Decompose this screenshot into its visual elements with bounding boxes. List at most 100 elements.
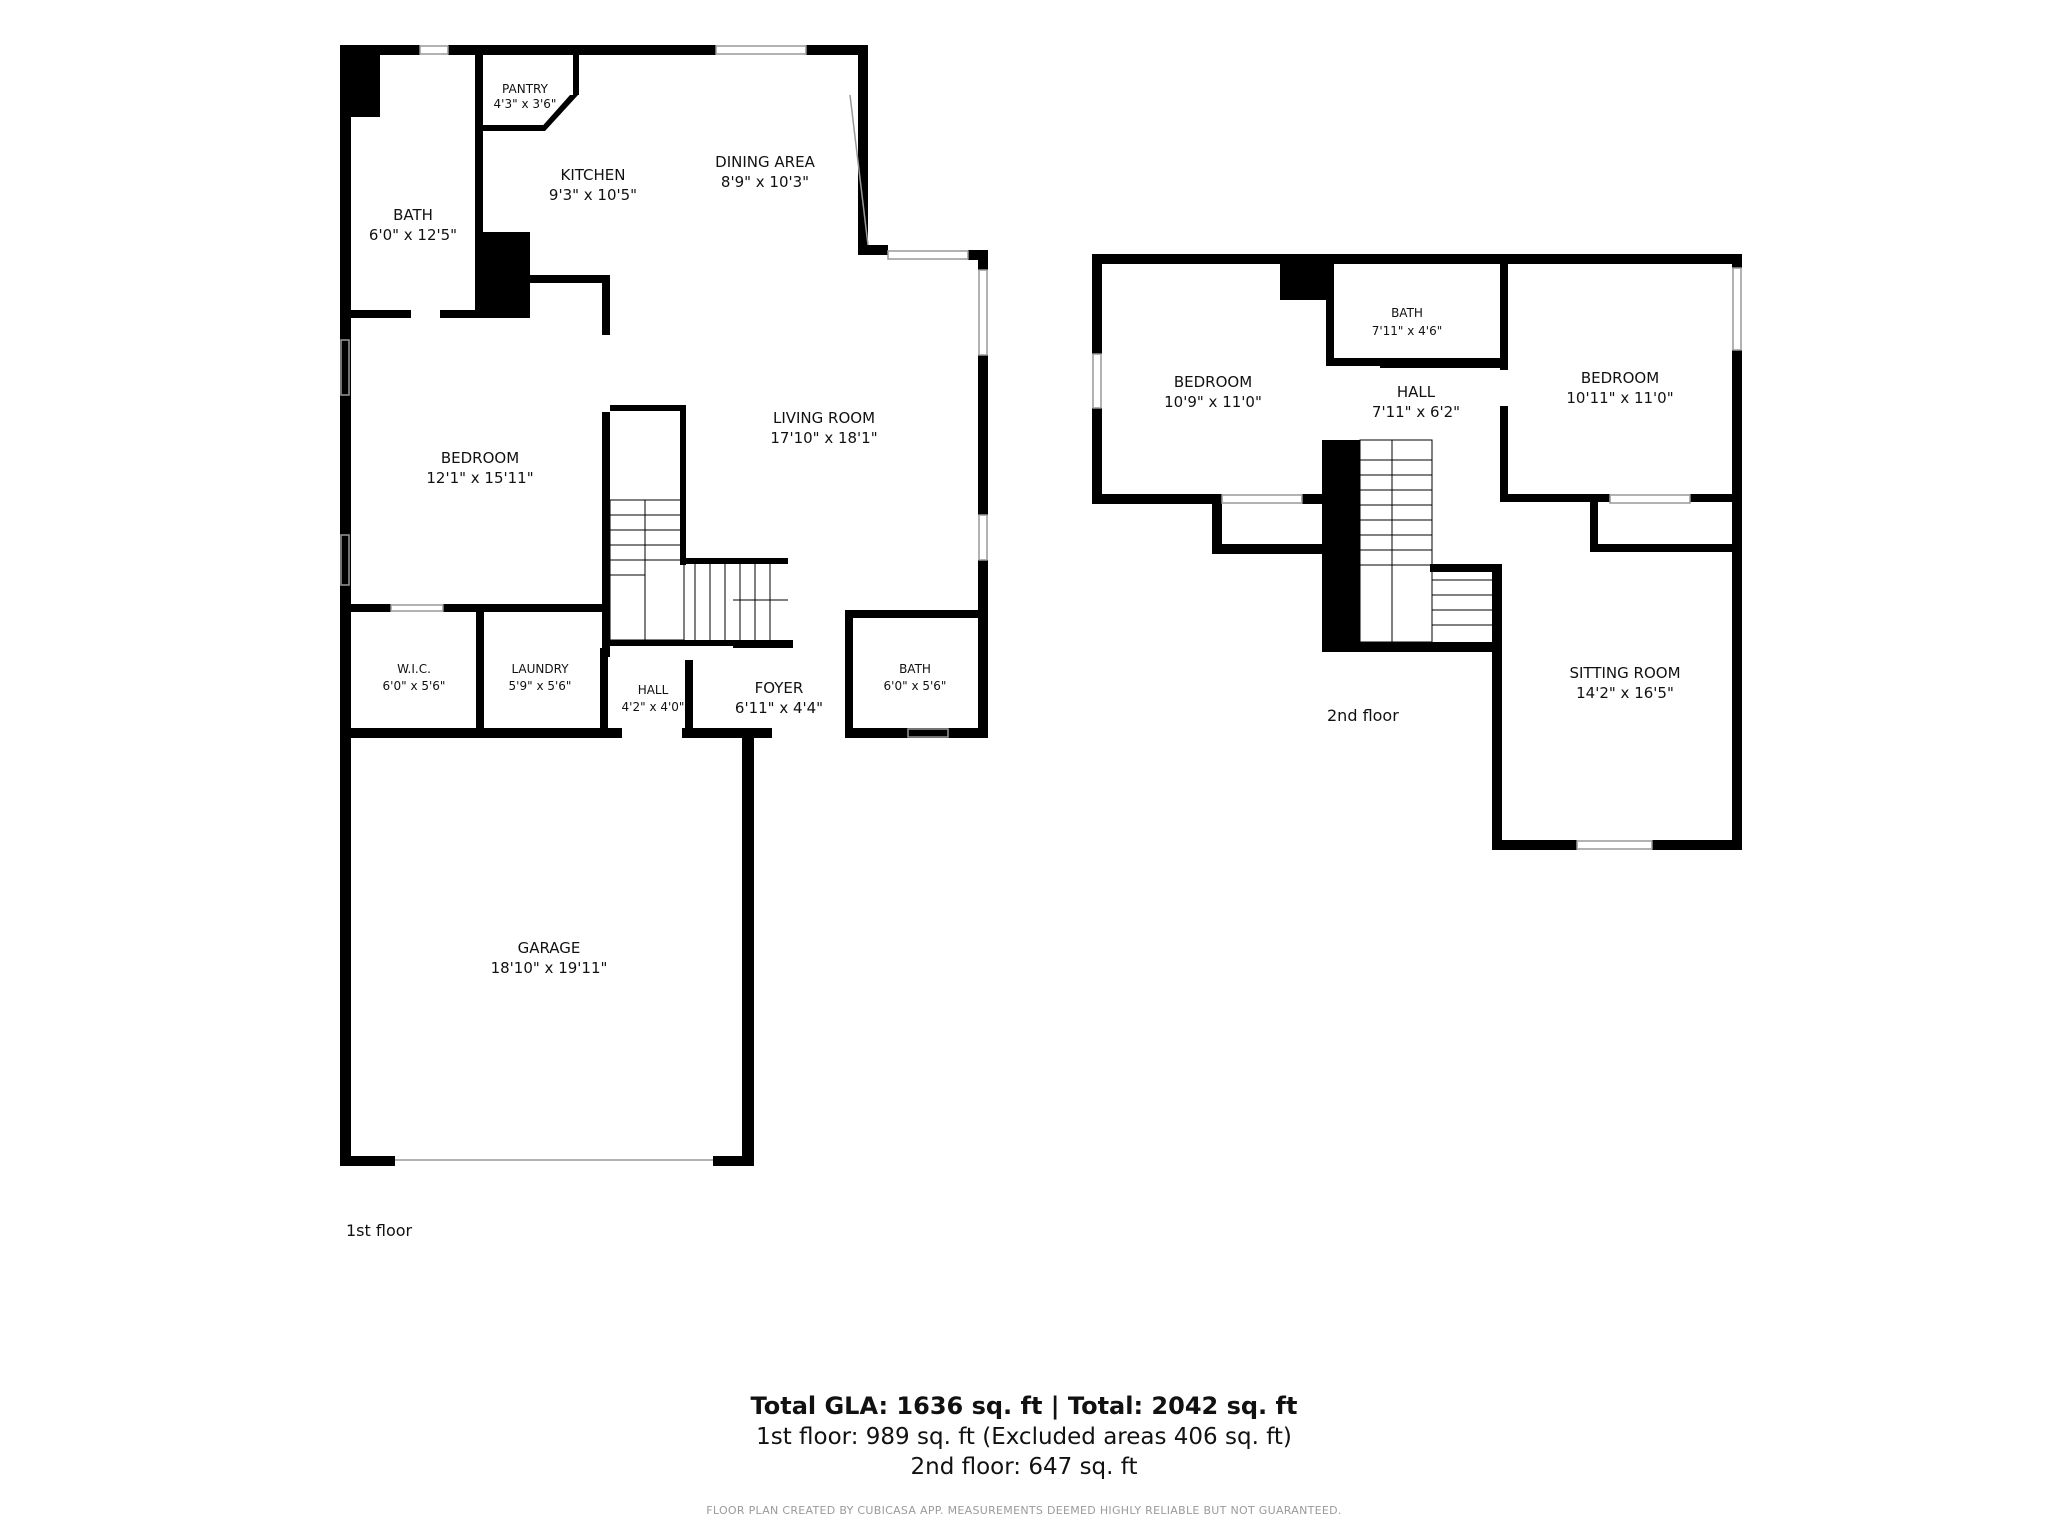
window: [1092, 353, 1102, 409]
room-dims-dining-area: 8'9" x 10'3": [721, 173, 809, 191]
wall: [978, 560, 988, 738]
room-name-sitting-room: SITTING ROOM: [1569, 664, 1680, 682]
first-floor-room-labels: BATH 6'0" x 12'5" PANTRY 4'3" x 3'6" KIT…: [369, 82, 947, 977]
wall: [1322, 642, 1502, 652]
room-dims-hall: 4'2" x 4'0": [622, 700, 685, 714]
stair-outline: [609, 499, 685, 641]
room-dims-foyer: 6'11" x 4'4": [735, 699, 823, 717]
wall: [806, 45, 868, 55]
wall: [1092, 494, 1222, 504]
window: [715, 45, 807, 55]
room-dims-bath-2: 7'11" x 4'6": [1372, 324, 1443, 338]
wall: [1326, 254, 1334, 366]
wall: [475, 55, 483, 317]
window: [1576, 840, 1653, 850]
wall: [340, 45, 351, 1165]
window: [978, 269, 988, 356]
summary-second-floor: 2nd floor: 647 sq. ft: [910, 1454, 1138, 1480]
window: [887, 250, 969, 260]
room-name-bath-small: BATH: [899, 662, 931, 676]
wall: [1492, 840, 1577, 850]
wall: [680, 405, 686, 565]
room-dims-bath-small: 6'0" x 5'6": [884, 679, 947, 693]
room-name-garage: GARAGE: [518, 939, 581, 957]
wall: [351, 604, 391, 612]
wall: [476, 612, 484, 732]
wall: [1690, 494, 1742, 502]
wall: [1492, 564, 1502, 850]
stair-wall: [1322, 440, 1360, 652]
wall: [1092, 254, 1742, 264]
wall: [440, 310, 482, 318]
wall: [530, 275, 610, 283]
summary-total: Total GLA: 1636 sq. ft | Total: 2042 sq.…: [750, 1392, 1298, 1420]
chimney: [482, 232, 530, 318]
room-name-bedroom-2a: BEDROOM: [1174, 373, 1252, 391]
window: [1732, 267, 1742, 351]
room-dims-garage: 18'10" x 19'11": [491, 959, 608, 977]
room-name-dining-area: DINING AREA: [715, 153, 815, 171]
wall: [680, 558, 788, 564]
wall: [1590, 494, 1598, 550]
room-dims-bedroom-2b: 10'11" x 11'0": [1566, 389, 1673, 407]
wall: [846, 728, 988, 738]
room-name-wic: W.I.C.: [397, 662, 431, 676]
wall: [483, 125, 543, 131]
room-dims-living-room: 17'10" x 18'1": [770, 429, 877, 447]
pantry-wall: [538, 95, 578, 131]
first-floor-openings: [340, 45, 988, 1161]
wall: [1500, 494, 1610, 502]
wall: [340, 728, 622, 738]
wall: [1500, 254, 1508, 370]
window: [390, 604, 444, 612]
room-dims-bedroom: 12'1" x 15'11": [426, 469, 533, 487]
wall: [1380, 360, 1500, 368]
wall: [1590, 544, 1732, 552]
wall: [1302, 494, 1332, 504]
wall: [443, 604, 610, 612]
door-opening: [1221, 494, 1303, 504]
wall: [858, 45, 868, 255]
second-floor-room-labels: BEDROOM 10'9" x 11'0" BATH 7'11" x 4'6" …: [1164, 306, 1680, 702]
room-dims-kitchen: 9'3" x 10'5": [549, 186, 637, 204]
wall: [1732, 350, 1742, 850]
second-floor-openings: [1092, 267, 1742, 850]
wall: [573, 55, 579, 95]
wall: [1430, 564, 1502, 572]
room-name-living-room: LIVING ROOM: [773, 409, 875, 427]
floor-label-second: 2nd floor: [1327, 706, 1399, 725]
wall: [742, 738, 754, 1166]
room-dims-hall-2: 7'11" x 6'2": [1372, 403, 1460, 421]
wall: [1652, 840, 1742, 850]
room-dims-pantry: 4'3" x 3'6": [494, 97, 557, 111]
wall: [713, 1156, 754, 1166]
wall: [1212, 494, 1222, 554]
room-name-bath-2: BATH: [1391, 306, 1423, 320]
summary-first-floor: 1st floor: 989 sq. ft (Excluded areas 40…: [756, 1424, 1292, 1450]
wall: [1092, 254, 1102, 354]
wall: [340, 1156, 395, 1166]
wall: [1500, 406, 1508, 502]
wall: [978, 355, 988, 515]
wall: [610, 405, 686, 411]
floor-label-first: 1st floor: [346, 1221, 413, 1240]
wall: [845, 610, 988, 618]
room-dims-laundry: 5'9" x 5'6": [509, 679, 572, 693]
room-dims-bath: 6'0" x 12'5": [369, 226, 457, 244]
room-name-kitchen: KITCHEN: [561, 166, 626, 184]
wall: [733, 640, 793, 648]
wall: [1732, 254, 1742, 268]
wall: [685, 660, 693, 730]
wall: [978, 250, 988, 270]
first-floor-plan: [340, 45, 988, 1166]
room-name-hall-2: HALL: [1397, 383, 1436, 401]
second-floor-stairs: [1359, 439, 1492, 643]
window: [340, 339, 350, 396]
second-floor-plan: [1092, 254, 1742, 850]
room-dims-wic: 6'0" x 5'6": [383, 679, 446, 693]
wall: [1212, 544, 1332, 554]
wall: [602, 412, 610, 657]
door-opening: [849, 94, 869, 246]
room-dims-bedroom-2a: 10'9" x 11'0": [1164, 393, 1262, 411]
